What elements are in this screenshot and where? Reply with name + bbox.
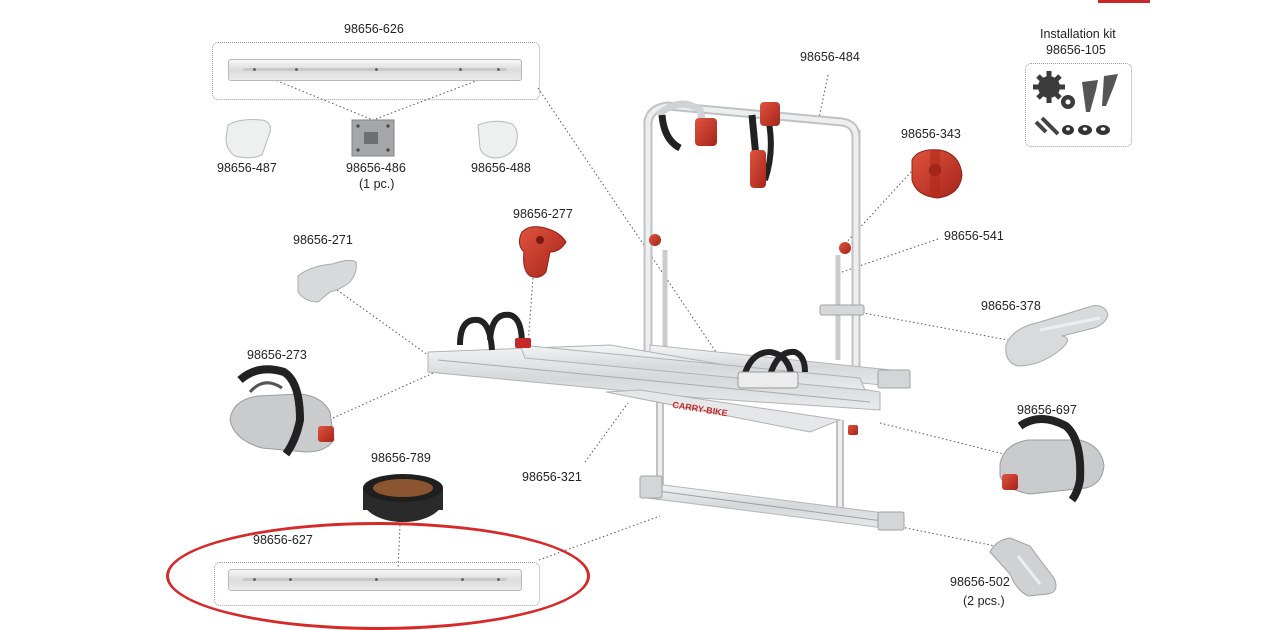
kit-title: Installation kit xyxy=(1040,27,1116,41)
label-98656-627: 98656-627 xyxy=(253,533,313,547)
wheel-holder-273 xyxy=(229,365,335,457)
end-cap-left xyxy=(225,119,271,159)
bracket-378 xyxy=(1005,305,1109,367)
highlight-ellipse xyxy=(166,522,590,630)
end-cap-right xyxy=(477,120,518,159)
label-98656-502: 98656-502 xyxy=(950,575,1010,589)
red-knob-277 xyxy=(518,226,567,278)
chain-icon xyxy=(1034,116,1060,136)
wheel-holder-697 xyxy=(999,415,1105,503)
kit-code: 98656-105 xyxy=(1046,43,1106,57)
label-98656-484: 98656-484 xyxy=(800,50,860,64)
screw-icon-1 xyxy=(1082,80,1098,112)
label-98656-343: 98656-343 xyxy=(901,127,961,141)
label-98656-321: 98656-321 xyxy=(522,470,582,484)
bracket-502 xyxy=(989,537,1057,597)
rubber-ring-789 xyxy=(363,474,443,522)
corner-mark xyxy=(1098,0,1150,3)
label-98656-277: 98656-277 xyxy=(513,207,573,221)
label-98656-502-qty: (2 pcs.) xyxy=(963,594,1005,608)
label-98656-487: 98656-487 xyxy=(217,161,277,175)
rail-626 xyxy=(228,59,522,81)
label-98656-488: 98656-488 xyxy=(471,161,531,175)
bike-carrier-illustration xyxy=(427,100,911,531)
label-98656-697: 98656-697 xyxy=(1017,403,1077,417)
label-98656-273: 98656-273 xyxy=(247,348,307,362)
installation-kit-parts xyxy=(1033,71,1118,136)
cradle-271 xyxy=(297,259,357,303)
label-98656-789: 98656-789 xyxy=(371,451,431,465)
label-98656-486: 98656-486 xyxy=(346,161,406,175)
installation-kit-frame xyxy=(1025,63,1132,147)
red-block-343 xyxy=(911,149,963,199)
rail-626-frame xyxy=(212,42,540,100)
label-98656-486-qty: (1 pc.) xyxy=(359,177,395,191)
label-98656-541: 98656-541 xyxy=(944,229,1004,243)
screw-icon-2 xyxy=(1102,74,1118,106)
label-98656-626: 98656-626 xyxy=(344,22,404,36)
label-98656-271: 98656-271 xyxy=(293,233,353,247)
label-98656-378: 98656-378 xyxy=(981,299,1041,313)
